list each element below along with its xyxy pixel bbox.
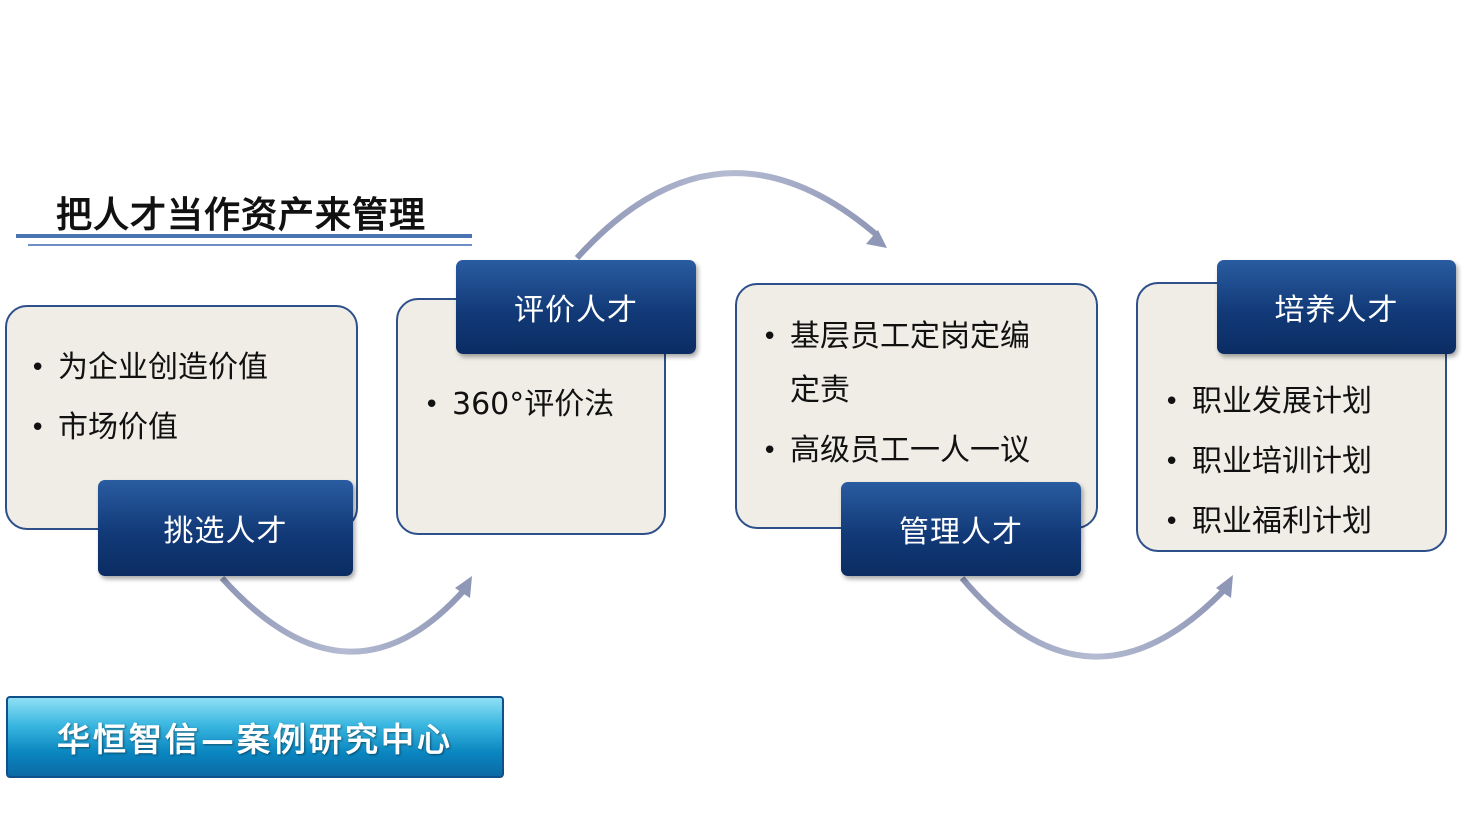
title-underline-secondary xyxy=(28,244,472,246)
flow-arrow-2 xyxy=(574,170,880,261)
stage-label-select: 挑选人才 xyxy=(98,480,353,576)
bullet-item: 职业培训计划 xyxy=(1164,432,1372,492)
stage-select-bullets: 为企业创造价值 市场价值 xyxy=(30,338,268,458)
stage-label-evaluate: 评价人才 xyxy=(456,260,696,354)
stage-label-manage: 管理人才 xyxy=(841,482,1081,576)
flow-arrow-1-head xyxy=(455,576,472,598)
stage-label-develop: 培养人才 xyxy=(1217,260,1456,354)
stage-evaluate-bullets: 360°评价法 xyxy=(424,382,614,428)
bullet-item: 高级员工一人一议 xyxy=(762,424,1030,478)
footer-banner: 华恒智信—案例研究中心 xyxy=(6,696,504,778)
bullet-item: 360°评价法 xyxy=(424,382,614,428)
bullet-item: 为企业创造价值 xyxy=(30,338,268,398)
bullet-item: 基层员工定岗定编 xyxy=(762,310,1030,364)
flow-arrow-2-head xyxy=(866,230,887,248)
bullet-item-continued: 定责 xyxy=(790,373,850,408)
diagram-title: 把人才当作资产来管理 xyxy=(56,195,427,236)
flow-arrow-1 xyxy=(219,575,469,655)
bullet-item: 市场价值 xyxy=(30,398,268,458)
title-underline xyxy=(16,234,472,238)
flow-arrow-3-head xyxy=(1216,575,1233,598)
flow-arrow-3 xyxy=(959,576,1229,660)
stage-develop-bullets: 职业发展计划 职业培训计划 职业福利计划 xyxy=(1164,372,1372,552)
bullet-item: 职业发展计划 xyxy=(1164,372,1372,432)
bullet-item: 职业福利计划 xyxy=(1164,492,1372,552)
stage-manage-bullets: 基层员工定岗定编 定责 高级员工一人一议 xyxy=(762,310,1030,478)
